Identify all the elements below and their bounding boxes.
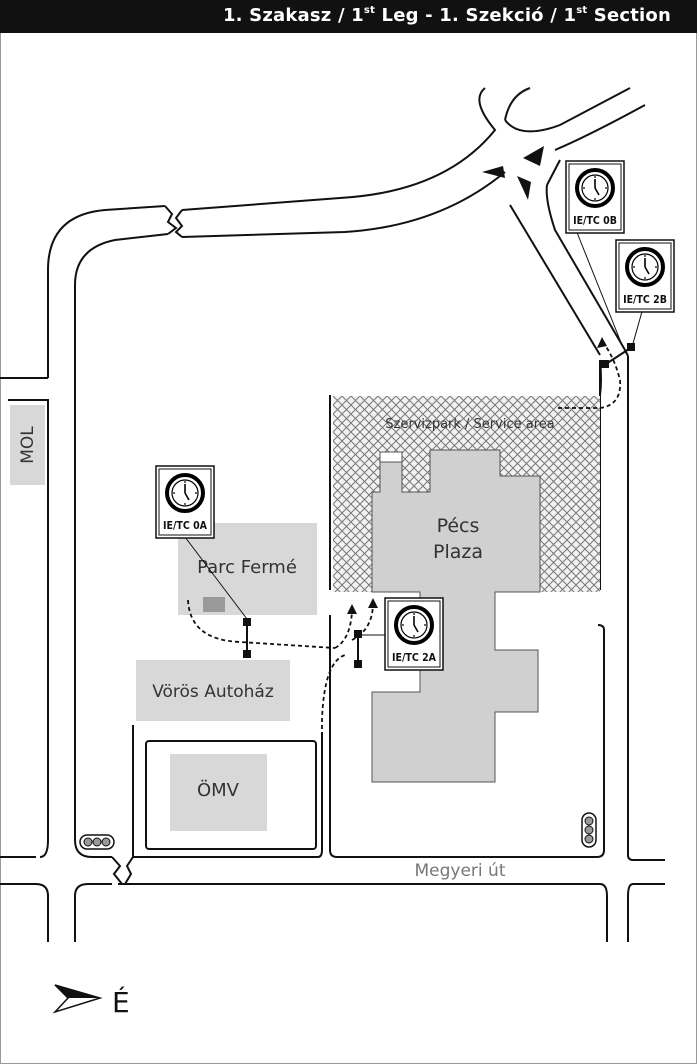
service-area-label: Szervizpark / Service area: [385, 417, 554, 432]
north-label: É: [112, 985, 130, 1019]
plaza-label-1: Pécs: [437, 515, 480, 537]
page-title: 1. Szakasz / 1st Leg - 1. Szekció / 1st …: [222, 5, 671, 26]
mol-label: MOL: [18, 426, 38, 464]
traffic-light-icon: [581, 812, 597, 848]
tc-2b-sign: IE/TC 2B: [615, 239, 675, 313]
svg-text:IE/TC 2A: IE/TC 2A: [392, 652, 437, 664]
omv-outline: [145, 740, 317, 850]
svg-text:IE/TC 2B: IE/TC 2B: [623, 294, 667, 306]
omv-label: ÖMV: [197, 779, 240, 801]
omv-block: [170, 754, 267, 831]
plaza-label-2: Plaza: [433, 541, 483, 563]
mol-block: [10, 405, 45, 485]
parc-ferme-label: Parc Fermé: [197, 557, 297, 578]
pecs-plaza-building: [371, 449, 541, 783]
control-markers: [243, 343, 635, 668]
tc-2a-sign: IE/TC 2A: [384, 597, 444, 671]
route-arrows: [347, 337, 607, 614]
street-label: Megyeri út: [415, 861, 506, 881]
clock-icon: [394, 605, 434, 645]
north-arrow-icon: [52, 984, 103, 1014]
roads: [47, 87, 646, 378]
clock-icon: [165, 473, 205, 513]
vorous-autohaz-block: [136, 660, 290, 721]
roundabout-islands: [482, 146, 544, 200]
clock-icon: [575, 168, 615, 208]
traffic-light-icon: [79, 834, 115, 850]
route-path: [187, 344, 622, 848]
svg-text:IE/TC 0A: IE/TC 0A: [163, 520, 208, 532]
header-bar: 1. Szakasz / 1st Leg - 1. Szekció / 1st …: [0, 0, 697, 33]
clock-icon: [625, 247, 665, 287]
tc-0b-sign: IE/TC 0B: [565, 160, 625, 234]
tc-0a-sign: IE/TC 0A: [155, 465, 215, 539]
vorous-autohaz-label: Vörös Autoház: [152, 682, 274, 702]
svg-text:IE/TC 0B: IE/TC 0B: [573, 215, 617, 227]
